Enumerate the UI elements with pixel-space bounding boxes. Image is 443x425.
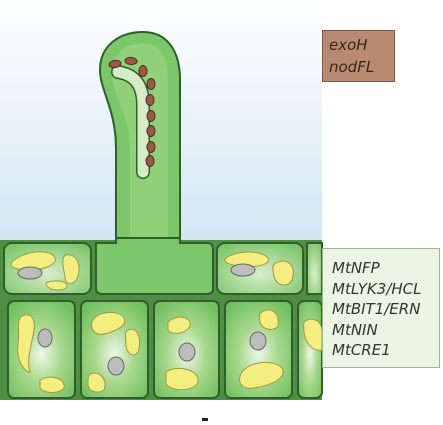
bacterium bbox=[146, 110, 156, 122]
nucleus bbox=[178, 342, 196, 362]
bacterium bbox=[146, 125, 156, 137]
plastid bbox=[17, 314, 35, 373]
bacterial-gene-label: nodFL bbox=[329, 58, 375, 76]
plastid bbox=[62, 254, 80, 285]
plastid bbox=[165, 367, 199, 391]
nucleus bbox=[17, 266, 43, 280]
nucleus bbox=[249, 331, 267, 351]
bacterium bbox=[146, 78, 156, 90]
nucleus bbox=[230, 263, 256, 277]
plastid bbox=[45, 280, 68, 291]
plant-gene-label: MtNIN bbox=[332, 320, 378, 339]
epidermis-layer bbox=[0, 237, 323, 298]
infection-thread bbox=[111, 65, 150, 179]
plastid bbox=[87, 372, 106, 393]
root-hair-cell bbox=[95, 237, 214, 295]
bacterium bbox=[145, 155, 155, 167]
plant-genes-box: MtNFP MtLYK3/HCL MtBIT1/ERN MtNIN MtCRE1 bbox=[322, 248, 440, 368]
bacterium bbox=[124, 56, 138, 66]
plastid bbox=[39, 376, 65, 393]
plastid bbox=[259, 309, 279, 330]
bacterium bbox=[108, 59, 122, 69]
plastid bbox=[91, 312, 126, 335]
bacterial-genes-box: exoH nodFL bbox=[322, 30, 395, 82]
bottom-mark bbox=[202, 418, 208, 421]
plastid bbox=[224, 251, 269, 268]
bacterium bbox=[145, 94, 155, 106]
rhizobia-bacteria bbox=[108, 56, 156, 167]
plastid bbox=[10, 251, 56, 271]
bacterium bbox=[146, 141, 156, 153]
plant-gene-label: MtCRE1 bbox=[332, 341, 391, 359]
plant-gene-label: MtNFP bbox=[332, 259, 380, 277]
plastid bbox=[125, 328, 141, 356]
bacterium bbox=[138, 65, 148, 77]
nucleus bbox=[37, 328, 53, 348]
plant-gene-label: MtLYK3/HCL bbox=[332, 279, 422, 298]
plastid bbox=[167, 316, 191, 334]
cortex-layer bbox=[0, 298, 323, 400]
bacterial-gene-label: exoH bbox=[329, 36, 368, 54]
plastid bbox=[239, 362, 284, 389]
plastid bbox=[272, 260, 294, 286]
epidermal-cell bbox=[306, 242, 323, 295]
plant-gene-label: MtBIT1/ERN bbox=[332, 300, 421, 318]
nucleus bbox=[107, 356, 125, 376]
